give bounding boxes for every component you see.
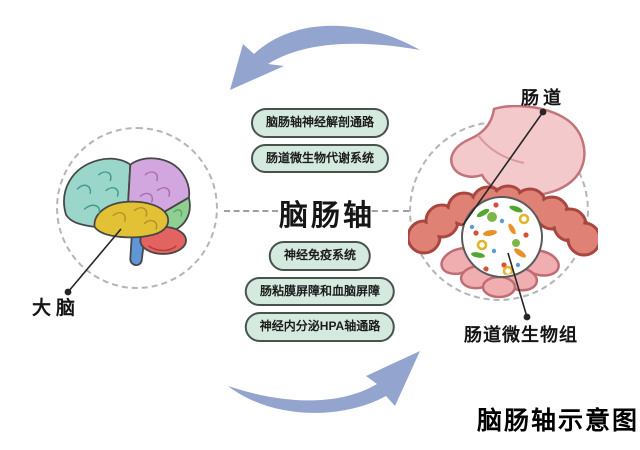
curved-arrow-to-gut-icon: [228, 351, 420, 413]
brain-label: 大脑: [32, 298, 81, 319]
stomach-shape: [450, 105, 586, 197]
pathway-pill-hpa-axis: 神经内分泌HPA轴通路: [244, 312, 396, 342]
axis-label: 脑肠轴: [279, 200, 376, 232]
curved-arrow-to-brain-icon: [230, 25, 420, 90]
pathway-pill-barriers: 肠粘膜屏障和血脑屏障: [244, 276, 396, 307]
pathway-pills-top: 脑肠轴神经解剖通路 肠道微生物代谢系统: [250, 108, 390, 174]
brain-gyri-lines: [76, 171, 183, 252]
gut-illustration: [408, 105, 598, 299]
diagram-title: 脑肠轴示意图: [477, 407, 640, 435]
pointer-dot: [523, 313, 531, 321]
brain-illustration: [63, 157, 191, 266]
pathway-pills-bottom: 神经免疫系统 肠粘膜屏障和血脑屏障 神经内分泌HPA轴通路: [244, 241, 396, 342]
gut-label: 肠道: [521, 88, 565, 108]
temporal-lobe-shape: [93, 200, 169, 239]
pathway-pill-neuroanatomy: 脑肠轴神经解剖通路: [250, 108, 390, 138]
microbiome-label: 肠道微生物组: [464, 325, 578, 345]
axis-dash-right: [351, 210, 409, 212]
axis-dash-left: [224, 210, 278, 212]
pathway-pill-neuroimmune: 神经免疫系统: [268, 241, 372, 271]
pathway-pill-microbiota-metabolism: 肠道微生物代谢系统: [250, 143, 390, 174]
